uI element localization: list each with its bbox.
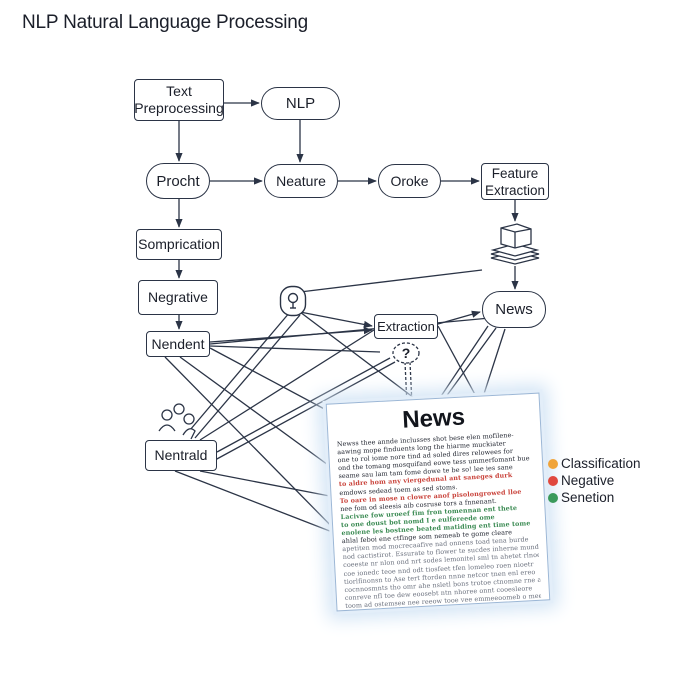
question-bubble-icon: ? [392, 342, 420, 364]
node-procht[interactable]: Procht [146, 163, 210, 199]
legend-item-classification: Classification [548, 455, 641, 472]
legend-label-senetion: Senetion [561, 490, 615, 505]
node-news[interactable]: News [482, 291, 546, 328]
diagram-title: NLP Natural Language Processing [22, 12, 309, 33]
node-text-preprocessing[interactable]: Text Preprocessing [134, 79, 224, 121]
legend-label-negative: Negative [561, 473, 615, 488]
legend-item-senetion: Senetion [548, 489, 641, 506]
svg-text:?: ? [402, 345, 411, 361]
document-body: Newss thee annde inclusses shot bese ele… [337, 430, 542, 610]
bulb-pin-icon [279, 285, 307, 317]
node-feature-extraction[interactable]: Feature Extraction [481, 163, 549, 200]
node-nentrald[interactable]: Nentrald [145, 440, 217, 471]
node-nlp[interactable]: NLP [261, 87, 340, 120]
legend: Classification Negative Senetion [548, 455, 641, 506]
node-negrative[interactable]: Negrative [138, 280, 218, 315]
legend-dot-classification [548, 458, 558, 469]
legend-label-classification: Classification [561, 456, 641, 471]
people-icon [158, 403, 196, 440]
stack-icon [490, 223, 540, 265]
news-document: News Newss thee annde inclusses shot bes… [325, 392, 551, 612]
node-neature[interactable]: Neature [264, 164, 338, 198]
legend-dot-senetion [548, 492, 558, 503]
legend-item-negative: Negative [548, 472, 641, 489]
node-nendent[interactable]: Nendent [146, 331, 210, 357]
node-somprication[interactable]: Somprication [136, 229, 222, 260]
node-extraction[interactable]: Extraction [374, 314, 438, 339]
legend-dot-negative [548, 475, 558, 486]
arrow-bulb-to-extraction [299, 311, 373, 329]
node-oroke[interactable]: Oroke [378, 164, 441, 198]
